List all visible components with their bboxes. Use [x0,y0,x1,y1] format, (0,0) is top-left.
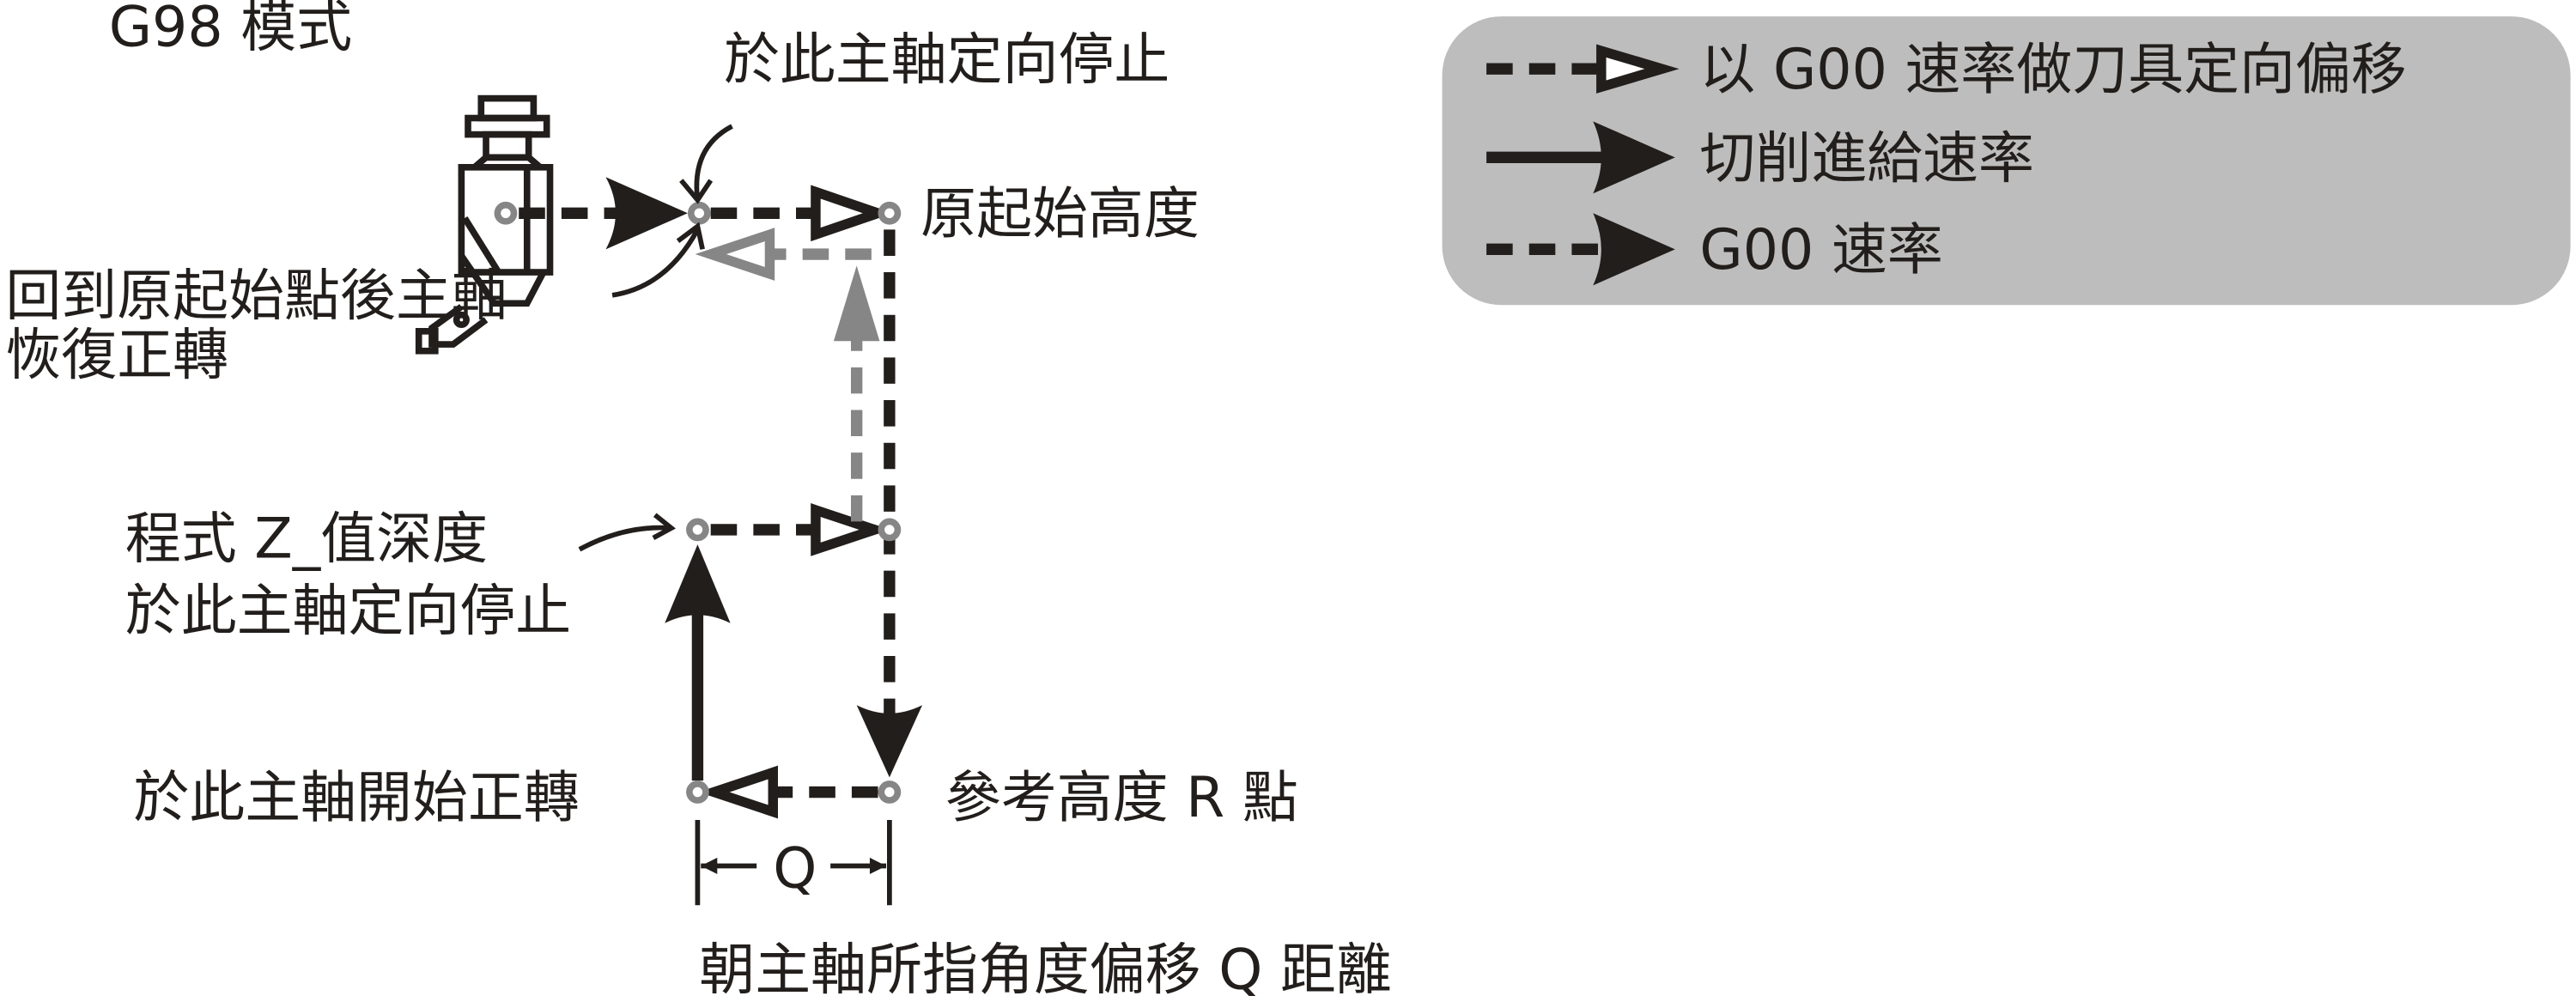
label-top-orient-stop: 於此主軸定向停止 [724,28,1170,93]
rapid-down-path [856,229,923,778]
legend-label-g00-rate: G00 速率 [1699,218,1942,282]
label-return-line2: 恢復正轉 [5,323,228,387]
label-r-point: 參考高度 R 點 [945,766,1298,830]
label-z-depth-line1: 程式 Z_值深度 [125,507,488,571]
orient-stop-point-top [687,201,711,225]
z-depth-shift-point [878,518,902,542]
spindle-tool-icon [415,94,554,355]
orient-shift-path-bottom [698,765,878,819]
r-point [878,780,902,804]
legend-label-cutting-feed: 切削進給速率 [1699,126,2034,191]
legend: 以 G00 速率做刀具定向偏移 切削進給速率 G00 速率 [1442,16,2571,306]
label-shift-caption: 朝主軸所指角度偏移 Q 距離 [699,938,1392,1002]
cutting-feed-path [665,544,731,781]
legend-label-orient-shift: 以 G00 速率做刀具定向偏移 [1699,38,2406,102]
q-dimension-label: Q [773,836,817,901]
z-depth-point [686,518,709,542]
label-return-line1: 回到原起始點後主軸 [5,264,507,329]
legend-icon-solid-arrow [1486,121,1675,194]
initial-height-point [878,201,902,225]
mode-title: G98 模式 [109,0,352,59]
q-dimension [695,819,892,906]
orient-shift-path-middle [710,503,890,556]
orient-shift-path-top [710,185,894,242]
callout-arrow-return [611,222,705,298]
rapid-approach-path [519,177,688,250]
label-spindle-start: 於此主軸開始正轉 [133,766,579,830]
rapid-return-path-gray [695,228,880,522]
start-point [494,201,518,225]
legend-icon-dashed-hollow-arrow [1486,44,1680,94]
spindle-start-point [686,780,709,804]
legend-icon-dashed-filled-arrow [1486,213,1675,286]
label-initial-height: 原起始高度 [920,182,1200,246]
callout-arrow-top [679,124,733,204]
label-z-depth-line2: 於此主軸定向停止 [125,579,571,643]
callout-arrow-z [578,513,676,552]
